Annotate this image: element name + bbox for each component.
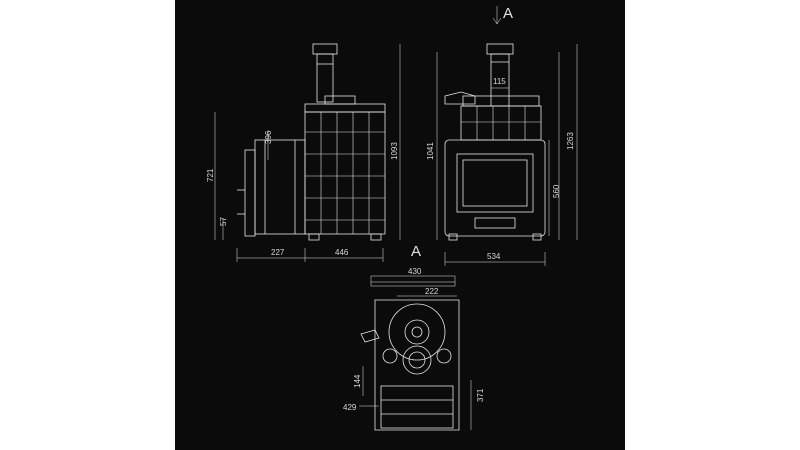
front-door-glass bbox=[456, 153, 534, 213]
front-ash-drawer bbox=[474, 217, 516, 229]
view-marker-top: A bbox=[503, 5, 513, 22]
top-view bbox=[359, 275, 472, 431]
view-marker-bottom: A bbox=[411, 243, 421, 260]
drawing-canvas: A A 1093 721 396 57 227 446 1041 1263 56… bbox=[175, 0, 625, 450]
dim-side-width-body: 446 bbox=[335, 248, 349, 257]
side-view bbox=[214, 43, 401, 262]
top-body-outline bbox=[374, 299, 460, 431]
dim-side-width-front: 227 bbox=[271, 248, 285, 257]
dim-side-height-total: 1093 bbox=[390, 142, 399, 160]
dim-side-height-base: 57 bbox=[219, 217, 228, 226]
dim-side-height-mid: 721 bbox=[206, 168, 215, 182]
top-chimney-ring bbox=[402, 345, 432, 375]
technical-drawing: A A 1093 721 396 57 227 446 1041 1263 56… bbox=[206, 5, 578, 431]
dim-front-height-right: 1263 bbox=[566, 132, 575, 150]
dim-front-width-base: 534 bbox=[487, 252, 501, 261]
side-tiled-body bbox=[304, 111, 386, 235]
dim-top-width-total: 430 bbox=[408, 267, 422, 276]
side-door-tunnel bbox=[254, 139, 306, 235]
dim-side-height-small: 396 bbox=[264, 130, 273, 144]
dim-front-height-door: 560 bbox=[552, 184, 561, 198]
dim-top-width-left: 429 bbox=[343, 403, 357, 412]
dim-front-height-total: 1041 bbox=[426, 142, 435, 160]
top-round-cover bbox=[388, 303, 446, 361]
front-view bbox=[436, 6, 578, 266]
dim-top-width-top: 222 bbox=[425, 287, 439, 296]
front-tiled-top bbox=[460, 105, 542, 141]
dim-top-height-right: 371 bbox=[476, 388, 485, 402]
dim-top-height-small: 144 bbox=[353, 374, 362, 388]
dim-front-width-chimney: 115 bbox=[493, 77, 506, 86]
front-firebox-body bbox=[444, 139, 546, 237]
